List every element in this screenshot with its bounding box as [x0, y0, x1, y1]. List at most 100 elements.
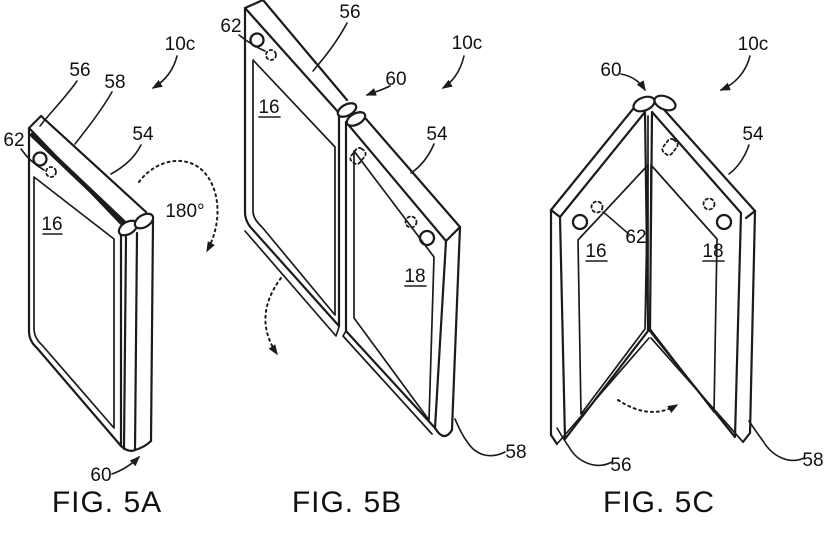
bottom-thickness-right: [342, 330, 433, 435]
hinge-cap: [632, 95, 656, 113]
label-56: 56: [610, 455, 631, 476]
figure-5a: 62 56 58 54 10c 180° 16 60 FIG. 5A: [3, 34, 219, 519]
camera-hole: [32, 151, 48, 167]
top-edge-endcap: [27, 114, 43, 130]
camera-hole-left: [571, 213, 589, 231]
spine-edge: [149, 219, 155, 443]
spine-edge: [133, 231, 139, 452]
annotations-5b: 62 56 60 10c 16 54 18 58 FIG. 5B: [220, 2, 526, 519]
leader-62: [602, 211, 630, 235]
label-16: 16: [258, 97, 279, 118]
label-54: 54: [742, 124, 764, 145]
rotation-arc: [264, 277, 282, 356]
leader-arrow-60: [620, 73, 646, 92]
leader-58: [74, 91, 113, 145]
hinge-cap: [345, 111, 367, 127]
label-10c: 10c: [738, 34, 769, 55]
leader-58: [454, 418, 506, 457]
hidden-sensor-62: [45, 166, 57, 178]
hidden-sensor: [702, 197, 716, 211]
hinge-cap: [653, 94, 677, 112]
display-outline-16: [577, 164, 649, 415]
device-5c-tent: [549, 94, 757, 446]
label-54: 54: [132, 124, 154, 145]
annotations-5a: 62 56 58 54 10c 180° 16 60 FIG. 5A: [3, 34, 219, 519]
label-18: 18: [404, 266, 425, 287]
spine-edge: [122, 235, 128, 451]
device-5b-open: [243, 0, 462, 438]
top-edge-outer-left: [261, 0, 349, 102]
leader-arrow-10c: [719, 55, 751, 91]
leader-54: [728, 144, 750, 175]
display-outline-16: [252, 59, 336, 316]
label-58: 58: [505, 442, 526, 463]
leader-56: [556, 427, 613, 467]
spine-bottom-cap: [119, 439, 153, 452]
label-60: 60: [600, 60, 621, 81]
bottom-thickness-left: [556, 337, 650, 445]
label-60: 60: [90, 465, 111, 486]
figure-5c: 60 10c 54 62 16 18 56 58 FIG. 5C: [549, 34, 824, 519]
outer-top-edge-right: [657, 102, 757, 213]
hidden-component-window: [661, 138, 679, 156]
label-16: 16: [585, 241, 606, 262]
camera-hole-right: [418, 229, 436, 247]
label-62: 62: [625, 227, 646, 248]
bottom-thickness-left: [244, 230, 340, 337]
hidden-sensor: [404, 215, 418, 229]
label-62: 62: [220, 16, 241, 37]
camera-hole-right: [715, 213, 733, 231]
hidden-component-window: [349, 147, 367, 165]
label-56: 56: [339, 2, 360, 23]
leader-58: [748, 420, 805, 462]
label-56: 56: [69, 60, 90, 81]
figure-5b: 62 56 60 10c 16 54 18 58 FIG. 5B: [220, 0, 527, 519]
hinge-cap: [133, 212, 155, 230]
hidden-sensor-62: [590, 200, 604, 214]
housing-face-left: [243, 6, 341, 328]
device-5a-folded: [27, 114, 155, 452]
display-outline: [33, 176, 115, 429]
corner-cap-right: [744, 209, 757, 220]
rotation-arc: [617, 399, 679, 414]
corner-cap-left: [549, 208, 562, 219]
leader-54: [110, 144, 142, 175]
label-18: 18: [702, 241, 723, 262]
label-62: 62: [3, 130, 24, 151]
top-edge-endcap-left: [243, 0, 265, 10]
label-10c: 10c: [165, 34, 196, 55]
outer-top-edge-left: [549, 102, 639, 212]
caption-fig-5a: FIG. 5A: [52, 486, 162, 519]
display-outline-18: [353, 150, 435, 421]
label-10c: 10c: [452, 33, 483, 54]
housing-face: [27, 126, 126, 448]
leader-62: [238, 34, 266, 52]
leader-62: [20, 148, 45, 171]
label-54: 54: [426, 124, 448, 145]
leader-arrow-60: [365, 85, 391, 96]
housing-seam: [29, 132, 132, 230]
top-edge-outer-right: [358, 110, 462, 229]
leader-arrow-60: [111, 455, 141, 475]
hidden-sensor-62: [265, 49, 277, 61]
label-58: 58: [802, 450, 823, 471]
label-60: 60: [385, 69, 406, 90]
caption-fig-5b: FIG. 5B: [292, 486, 402, 519]
leader-56: [312, 22, 348, 72]
top-edge-outer: [39, 114, 148, 214]
leader-54: [410, 143, 435, 174]
leader-arrow-10c: [441, 55, 465, 89]
label-16: 16: [41, 214, 62, 235]
leader-56: [39, 80, 78, 127]
foot-cap-left: [549, 433, 559, 446]
display-outline-18: [649, 164, 718, 413]
foot-cap-right: [433, 426, 454, 438]
label-58: 58: [104, 72, 125, 93]
hinge-cap: [336, 102, 358, 118]
label-180deg: 180°: [165, 201, 204, 222]
rotation-arc-180: [138, 159, 219, 253]
outer-side-edge-right: [748, 209, 757, 435]
bottom-thickness-right: [650, 337, 744, 443]
